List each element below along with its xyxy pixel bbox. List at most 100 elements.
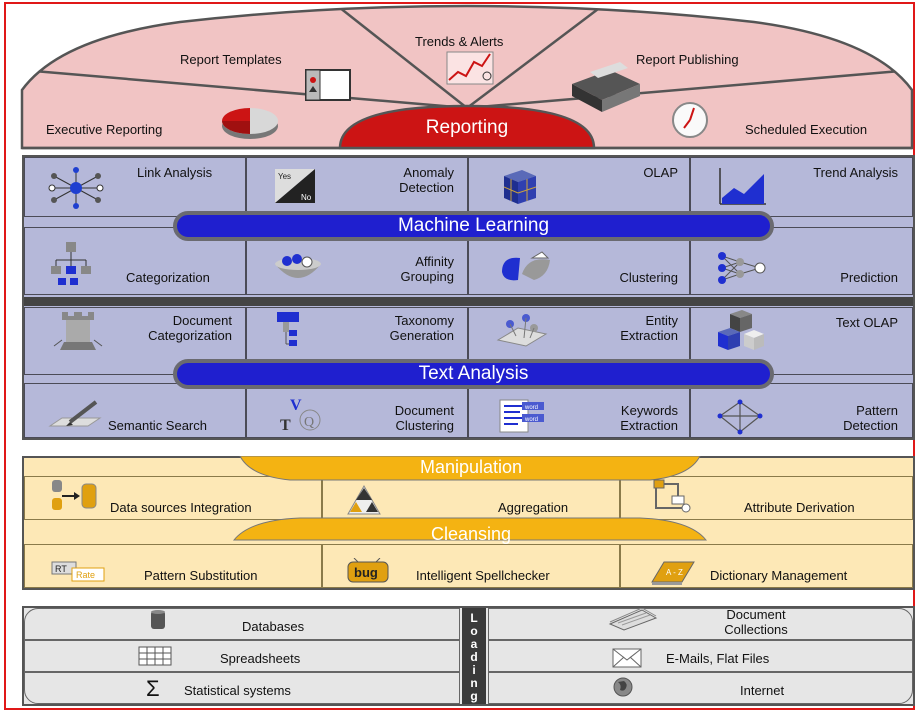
cluster-icon bbox=[502, 251, 550, 281]
prep-label-pattern-substitution: Pattern Substitution bbox=[144, 568, 258, 583]
vtq-t: T bbox=[280, 417, 291, 434]
bug-text: bug bbox=[354, 565, 378, 580]
loading-letter: g bbox=[470, 689, 478, 703]
ta-cell-semantic-search bbox=[24, 383, 246, 438]
az-text: A - Z bbox=[666, 568, 683, 577]
prep-label-aggregation: Aggregation bbox=[498, 500, 569, 515]
database-icon bbox=[151, 610, 165, 629]
db-arrow-icon bbox=[52, 480, 97, 510]
prep-label-data-integration: Data sources Integration bbox=[110, 500, 252, 515]
yes-no-icon: Yes No bbox=[275, 169, 315, 203]
sector-executive-reporting: Executive Reporting bbox=[46, 122, 163, 137]
ml-label-link-analysis: Link Analysis bbox=[137, 165, 213, 180]
pipe-icon bbox=[653, 479, 691, 513]
ml-label-clustering: Clustering bbox=[619, 270, 678, 285]
cleansing-title: Cleansing bbox=[430, 524, 512, 544]
text-analysis-title: Text Analysis bbox=[173, 359, 774, 389]
ml-label-anomaly-detection: Anomaly Detection bbox=[399, 165, 454, 195]
machine-learning-title: Machine Learning bbox=[173, 211, 774, 241]
reporting-dome bbox=[20, 4, 914, 150]
printer-icon bbox=[572, 62, 640, 112]
ml-label-olap: OLAP bbox=[643, 165, 678, 180]
load-cell-documents bbox=[488, 608, 913, 640]
rt-rate-icon: RT Rate bbox=[51, 561, 105, 582]
load-cell-internet bbox=[488, 672, 913, 704]
ta-label-text-olap: Text OLAP bbox=[835, 315, 898, 330]
globe-icon bbox=[613, 677, 633, 697]
bug-icon: bug bbox=[347, 558, 389, 583]
ml-label-prediction: Prediction bbox=[840, 270, 898, 285]
spreadsheet-icon bbox=[138, 646, 172, 666]
load-cell-emails bbox=[488, 640, 913, 672]
hierarchy-icon bbox=[51, 242, 91, 285]
section-divider bbox=[24, 297, 913, 306]
ml-label-affinity-grouping: Affinity Grouping bbox=[400, 254, 454, 284]
reporting-center bbox=[338, 104, 596, 150]
chess-rook-icon bbox=[53, 312, 103, 350]
load-cell-databases bbox=[24, 608, 460, 640]
analysis-band bbox=[22, 155, 915, 440]
sigma-icon: Σ bbox=[146, 676, 160, 701]
vtq-v: V bbox=[290, 397, 302, 414]
pie-chart-icon bbox=[222, 108, 278, 139]
ta-label-entity-extraction: Entity Extraction bbox=[620, 313, 678, 343]
prep-cell-data-integration bbox=[24, 476, 322, 520]
ta-label-pattern-detection: Pattern Detection bbox=[843, 403, 898, 433]
ml-label-trend-analysis: Trend Analysis bbox=[813, 165, 898, 180]
ta-label-semantic-search: Semantic Search bbox=[108, 418, 207, 433]
ta-label-keywords-extraction: Keywords Extraction bbox=[620, 403, 678, 433]
bowl-icon bbox=[275, 254, 321, 278]
book-icon: A - Z bbox=[651, 561, 695, 585]
sector-trends-alerts: Trends & Alerts bbox=[415, 34, 504, 49]
load-label-internet: Internet bbox=[740, 683, 785, 698]
ml-cell-link-analysis bbox=[24, 157, 246, 217]
yes-text: Yes bbox=[278, 172, 291, 181]
loading-letter: L bbox=[470, 611, 478, 625]
vtq-icon: V T Q bbox=[280, 397, 321, 434]
network-icon bbox=[48, 167, 104, 209]
ml-cell-trend-analysis bbox=[690, 157, 913, 217]
blocks-icon bbox=[718, 310, 764, 350]
neural-net-icon bbox=[718, 252, 766, 284]
envelope-icon bbox=[612, 648, 642, 668]
cube-icon bbox=[503, 170, 537, 204]
ta-label-taxonomy-generation: Taxonomy Generation bbox=[389, 313, 454, 343]
template-icon bbox=[305, 69, 351, 101]
sector-report-publishing: Report Publishing bbox=[636, 52, 739, 67]
loading-letter: d bbox=[470, 650, 478, 664]
load-label-spreadsheets: Spreadsheets bbox=[220, 651, 301, 666]
taxonomy-icon bbox=[277, 312, 299, 346]
prep-label-dictionary: Dictionary Management bbox=[710, 568, 848, 583]
loading-letter: o bbox=[470, 624, 478, 638]
vtq-q: Q bbox=[304, 415, 314, 430]
trend-chart-icon bbox=[446, 51, 494, 85]
entity-icon bbox=[496, 314, 548, 347]
loading-letter: i bbox=[472, 663, 476, 677]
load-label-databases: Databases bbox=[242, 619, 305, 634]
rt-text: RT bbox=[55, 564, 67, 574]
pen-icon bbox=[48, 400, 102, 427]
word-tag-1: word bbox=[524, 405, 538, 411]
load-cell-statistical bbox=[24, 672, 460, 704]
manipulation-cleansing-shapes bbox=[232, 456, 708, 541]
ml-label-categorization: Categorization bbox=[126, 270, 210, 285]
triangle-icon bbox=[347, 484, 381, 515]
loading-letter: a bbox=[470, 637, 478, 651]
sector-report-templates: Report Templates bbox=[180, 52, 282, 67]
documents-icon bbox=[608, 608, 658, 631]
pattern-icon bbox=[717, 399, 763, 435]
load-cell-spreadsheets bbox=[24, 640, 460, 672]
rate-text: Rate bbox=[76, 570, 95, 580]
prep-label-spellchecker: Intelligent Spellchecker bbox=[416, 568, 550, 583]
load-label-documents: Document Collections bbox=[724, 607, 788, 637]
sector-scheduled-execution: Scheduled Execution bbox=[745, 122, 868, 137]
load-label-statistical: Statistical systems bbox=[184, 683, 291, 698]
manipulation-title: Manipulation bbox=[419, 457, 523, 477]
area-chart-icon bbox=[719, 168, 766, 205]
ta-label-document-categorization: Document Categorization bbox=[148, 313, 232, 343]
loading-letter: n bbox=[470, 676, 478, 690]
keyword-doc-icon: word word bbox=[499, 399, 544, 433]
prep-label-attribute-derivation: Attribute Derivation bbox=[744, 500, 855, 515]
